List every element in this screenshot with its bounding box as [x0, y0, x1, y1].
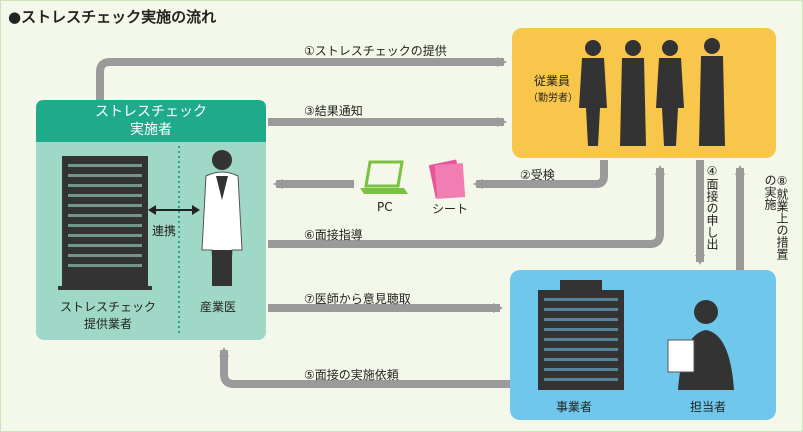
building-icon [58, 156, 152, 290]
flow-label-7: ⑦医師から意見聴取 [304, 292, 411, 306]
flow-label-4: ④面接の申し出 [705, 164, 719, 250]
link-double-arrow [148, 205, 200, 215]
flow-label-8: ⑧就業上の措置の実施 [763, 174, 789, 260]
employee-label: 従業員 （勤労者） [528, 74, 578, 104]
flow-label-3: ③結果通知 [304, 104, 363, 118]
implementer-title: ストレスチェック 実施者 [95, 104, 207, 138]
flow-label-1: ①ストレスチェックの提供 [304, 44, 447, 58]
arrow-f6 [268, 165, 665, 248]
diagram-title: ●ストレスチェック実施の流れ [8, 8, 217, 26]
arrow-f1 [96, 57, 507, 100]
doctor-label: 産業医 [200, 300, 237, 314]
owner-label: 事業者 [556, 400, 593, 414]
flow-label-5: ⑤面接の実施依頼 [304, 368, 399, 382]
sheet-icon [428, 159, 466, 199]
employees-icon [579, 38, 725, 146]
staff-label: 担当者 [690, 400, 727, 414]
arrow-f5 [219, 347, 510, 388]
flow-label-6: ⑥面接指導 [304, 228, 363, 242]
pc-label: PC [377, 200, 393, 214]
arrow-f2 [473, 160, 608, 189]
flow-label-2: ②受検 [520, 168, 555, 182]
link-label: 連携 [152, 224, 177, 238]
provider-label: ストレスチェック 提供業者 [59, 300, 156, 331]
doctor-icon [201, 150, 243, 286]
pc-icon [360, 160, 408, 194]
staff-icon [667, 300, 734, 390]
office-building-icon [538, 280, 624, 390]
sheet-label: シート [432, 202, 469, 216]
